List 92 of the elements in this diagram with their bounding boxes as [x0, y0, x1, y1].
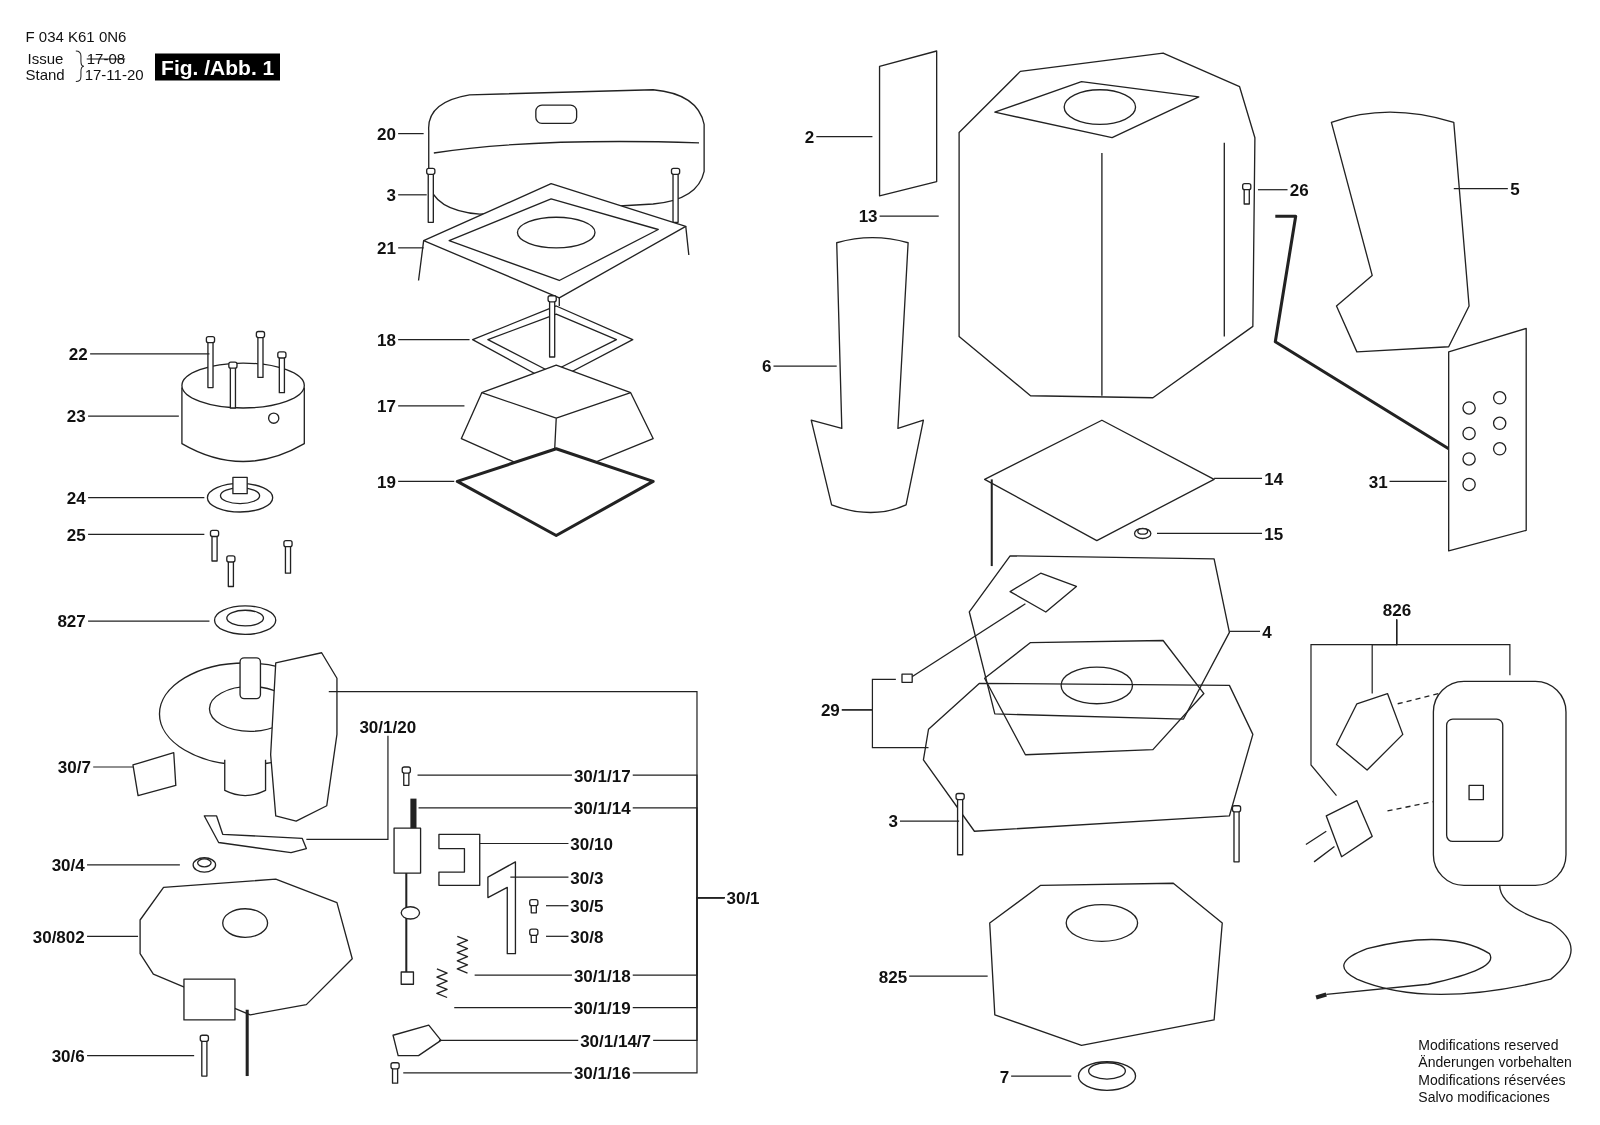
leader-line: [1010, 1075, 1072, 1077]
callout-number: 30/6: [49, 1046, 87, 1066]
leader-line: [545, 935, 570, 937]
leader-line: [815, 136, 874, 138]
callout-number: 827: [55, 611, 88, 631]
leader-line: [1228, 630, 1261, 632]
callout-number: 30/5: [568, 896, 606, 916]
leader-line: [417, 807, 573, 809]
callout-number: 26: [1287, 180, 1311, 200]
callout-number: 23: [64, 406, 88, 426]
callout-number: 3: [384, 185, 398, 205]
header-text: Stand: [25, 67, 65, 82]
callout-number: 30/1/19: [571, 998, 633, 1018]
callout-number: 30/7: [55, 757, 93, 777]
callout-number: 18: [375, 330, 398, 350]
leader-line: [86, 935, 139, 937]
callout-number: 20: [375, 124, 398, 144]
leader-line: [397, 405, 466, 407]
leader-line: [841, 709, 930, 749]
callout-number: 30/1/20: [357, 717, 419, 736]
leader-line: [397, 194, 428, 196]
callout-number: 24: [64, 488, 88, 508]
callout-number: 826: [1380, 600, 1414, 620]
leader-line: [899, 820, 960, 822]
leader-line: [509, 876, 570, 878]
leader-line: [397, 339, 471, 341]
header-text: Issue: [27, 50, 64, 66]
callout-number: 30/3: [568, 868, 606, 888]
leader-line: [479, 842, 570, 845]
callout-number: 7: [997, 1067, 1012, 1086]
leader-line: [1388, 480, 1448, 483]
leader-line: [1156, 532, 1263, 535]
leader-line: [878, 215, 940, 217]
leader-line: [1453, 188, 1509, 190]
leader-line: [397, 133, 425, 135]
callout-number: 25: [64, 525, 88, 545]
header-text: F 034 K61 0N6: [25, 28, 127, 44]
callout-number: 30/1/14/7: [578, 1031, 654, 1051]
callout-number: 29: [818, 700, 842, 720]
leader-line: [402, 1072, 573, 1074]
leader-line: [305, 735, 389, 841]
leader-line: [89, 353, 211, 355]
leader-line: [87, 415, 180, 417]
callout-number: 2: [802, 127, 817, 147]
leader-line: [1396, 618, 1511, 676]
leader-line: [416, 774, 573, 776]
callout-number: 30/1/16: [571, 1063, 633, 1083]
callout-number: 14: [1262, 469, 1286, 489]
leader-line: [1213, 477, 1263, 479]
callout-number: 30/802: [30, 927, 87, 947]
callout-number: 15: [1262, 524, 1286, 544]
leader-line: [87, 497, 205, 499]
callout-number: 30/1: [724, 888, 762, 908]
leader-line: [453, 1007, 573, 1009]
callout-number: 17: [375, 396, 398, 416]
callout-number: 30/10: [568, 834, 615, 854]
leader-line: [772, 365, 838, 367]
callout-number: 31: [1366, 472, 1390, 492]
callout-number: 3: [886, 811, 900, 831]
note-text: Modifications reserved: [1418, 1037, 1559, 1052]
callout-number: 5: [1508, 179, 1522, 199]
callout-number: 825: [876, 967, 910, 986]
callout-number: 30/1/18: [571, 966, 633, 985]
leader-line: [86, 1055, 195, 1057]
callout-number: 4: [1260, 622, 1274, 642]
leader-line: [908, 975, 989, 977]
leader-line: [87, 620, 211, 622]
leader-line: [474, 974, 573, 976]
leader-line: [397, 480, 455, 483]
callout-number: 13: [856, 206, 880, 226]
note-text: Modifications réservées: [1418, 1072, 1566, 1087]
note-text: Salvo modificaciones: [1418, 1089, 1550, 1104]
leader-line: [86, 864, 181, 866]
leader-line: [92, 766, 134, 768]
callout-number: 30/8: [568, 927, 606, 947]
leader-line: [632, 896, 726, 1074]
header-text: 17-08: [86, 50, 126, 66]
leader-line: [1257, 189, 1289, 191]
callout-number: 30/4: [49, 855, 87, 875]
leader-line: [438, 1039, 579, 1041]
callout-number: 30/1/17: [571, 766, 633, 785]
header-text: 17-11-20: [84, 67, 144, 82]
callout-number: 19: [375, 472, 398, 492]
figure-tag: Fig. /Abb. 1: [155, 53, 281, 81]
leader-line: [397, 247, 425, 249]
leader-line: [545, 905, 570, 907]
callout-number: 30/1/14: [571, 798, 633, 818]
leader-line: [87, 533, 205, 536]
note-text: Änderungen vorbehalten: [1418, 1055, 1572, 1070]
callout-number: 21: [375, 238, 398, 258]
callout-number: 22: [66, 344, 90, 364]
callout-number: 6: [760, 356, 774, 376]
